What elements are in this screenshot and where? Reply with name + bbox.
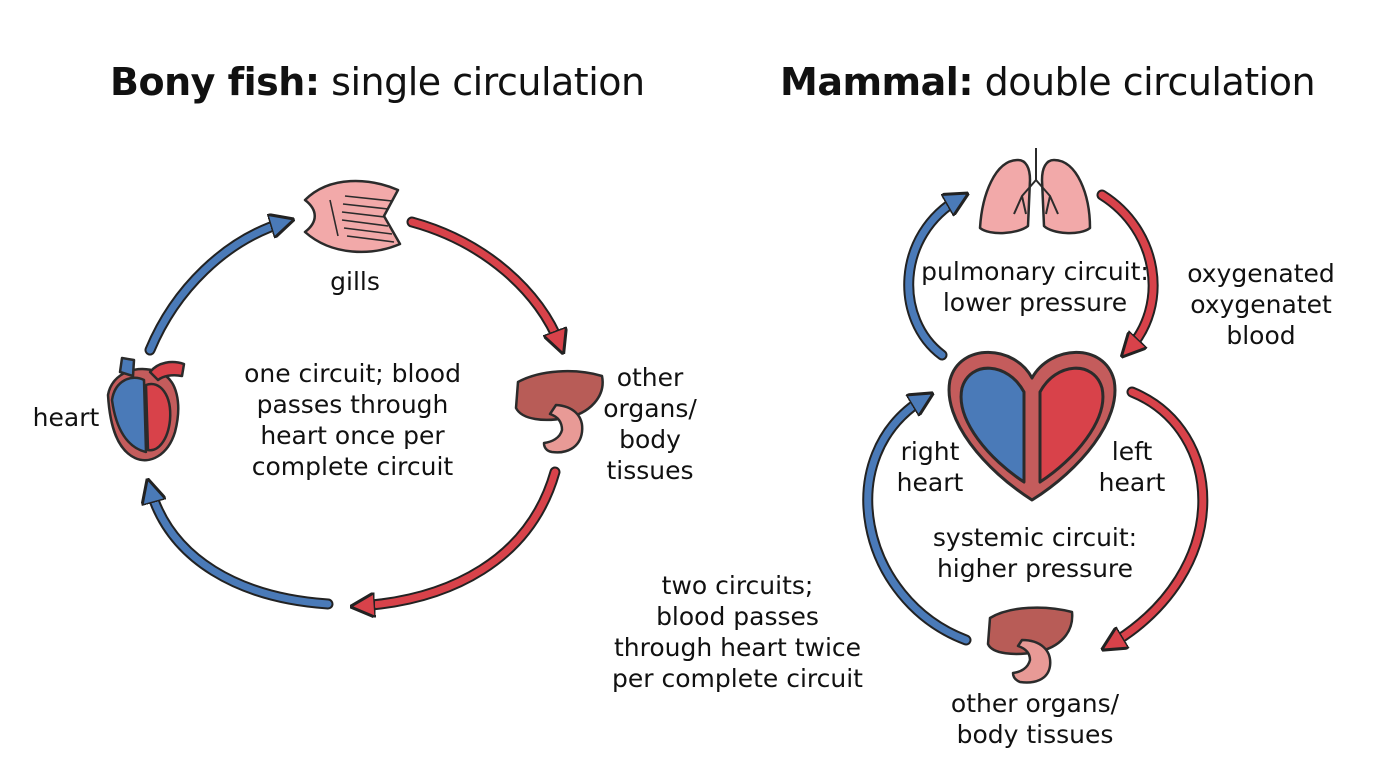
mammal-heart-icon xyxy=(947,350,1117,502)
mammal-organs-label: other organs/ body tissues xyxy=(950,689,1120,749)
mammal-title: Mammal: double circulation xyxy=(780,60,1316,104)
mammal-organs-icon xyxy=(986,606,1074,684)
oxygenated-blood-label: oxygenated oxygenatet blood xyxy=(1187,259,1335,350)
fish-title: Bony fish: single circulation xyxy=(110,60,645,104)
fish-organs-icon xyxy=(514,369,604,454)
pulmonary-circuit-label: pulmonary circuit: lower pressure xyxy=(921,257,1149,317)
fish-organs-label: other organs/ body tissues xyxy=(603,363,697,485)
fish-title-bold: Bony fish: xyxy=(110,60,320,104)
lungs-icon xyxy=(978,148,1092,235)
mammal-circuit-arrows xyxy=(862,189,1209,646)
fish-heart-icon xyxy=(106,356,186,462)
fish-center-note: one circuit; blood passes through heart … xyxy=(244,359,461,481)
mammal-title-bold: Mammal: xyxy=(780,60,974,104)
gills-icon xyxy=(303,179,402,254)
systemic-circuit-label: systemic circuit: higher pressure xyxy=(932,523,1138,583)
two-circuits-note: two circuits; blood passes through heart… xyxy=(612,571,863,693)
mammal-title-rest: double circulation xyxy=(984,60,1316,104)
fish-arrow-gills-to-organs xyxy=(406,216,566,351)
right-heart-label: right heart xyxy=(896,437,964,497)
fish-circuit-arrows xyxy=(150,222,560,606)
systemic-arrow-organs-to-heart xyxy=(862,392,972,646)
fish-arrow-heart-to-gills xyxy=(144,216,291,356)
fish-title-rest: single circulation xyxy=(331,60,645,104)
left-heart-label: left heart xyxy=(1098,437,1166,497)
fish-heart-label: heart xyxy=(32,403,100,432)
gills-label: gills xyxy=(330,267,380,296)
